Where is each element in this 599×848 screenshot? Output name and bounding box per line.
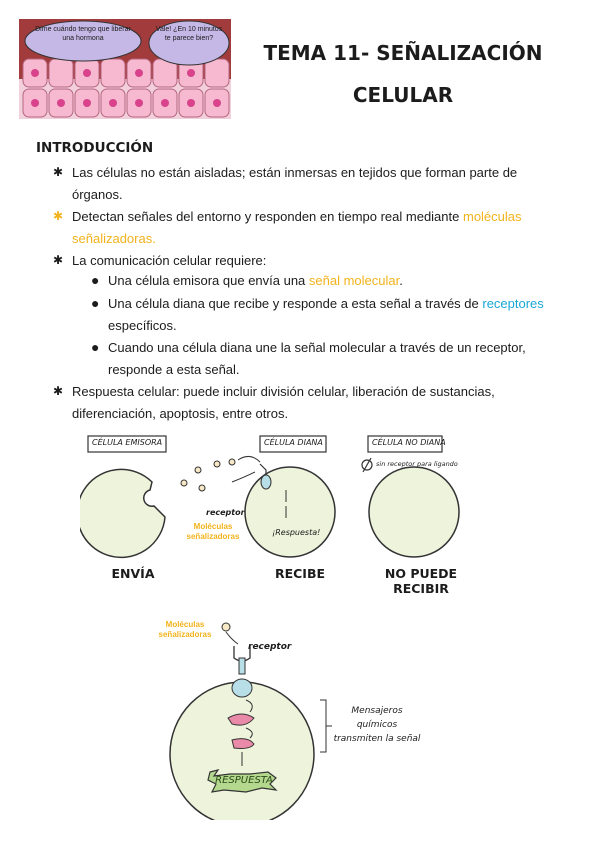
diagram-cell-types: CÉLULA EMISORA CÉLULA DIANA CÉLULA NO DI… xyxy=(80,432,520,582)
speech-bubble-left: Dime cuándo tengo que liberar una hormon… xyxy=(35,26,131,42)
receptor-label: receptor xyxy=(206,508,245,517)
bullet-star-icon: ✱ xyxy=(53,253,64,267)
mensajeros-label: Mensajeros químicos transmiten la señal xyxy=(333,706,421,744)
speech-bubble-right: Vale! ¿En 10 minutos te parece bien? xyxy=(155,26,223,42)
sub-bullet-part: Una célula diana que recibe y responde a… xyxy=(108,296,483,311)
caption-no-recibe: NO PUEDE RECIBIR xyxy=(384,566,458,596)
bullet-star-icon: ✱ xyxy=(53,384,64,398)
sub-bullet-part: específicos. xyxy=(108,318,177,333)
highlight-text: moléculas señalizadoras. xyxy=(72,209,522,246)
respuesta-label-2: RESPUESTA xyxy=(215,775,273,786)
sub-bullet-text: Cuando una célula diana une la señal mol… xyxy=(108,340,526,377)
sub-bullet-text: Una célula diana que recibe y responde a… xyxy=(108,293,563,337)
highlight-text: receptores xyxy=(482,296,544,311)
bullet-text: Detectan señales del entorno y responden… xyxy=(72,206,552,250)
bullet-text: Las células no están aisladas; están inm… xyxy=(72,165,518,202)
diagram-signal-transduction: Moléculas señalizadoras receptor Mensaje… xyxy=(150,610,450,820)
sub-bullet-part: . xyxy=(399,273,403,288)
bullet-star-icon: ✱ xyxy=(53,165,64,179)
bullet-star-icon: ✱ xyxy=(53,209,64,223)
bullet-text: La comunicación celular requiere: xyxy=(72,253,267,268)
title-line-1: TEMA 11- SEÑALIZACIÓN xyxy=(263,41,543,65)
label-no-diana: CÉLULA NO DIANA xyxy=(372,438,446,447)
bullet-text-part: Detectan señales del entorno y responden… xyxy=(72,209,463,224)
moleculas-label: Moléculas señalizadoras xyxy=(186,522,240,541)
bullet-text: Respuesta celular: puede incluir divisió… xyxy=(72,384,495,421)
bullet-dot-icon: ● xyxy=(91,339,100,355)
page-title: TEMA 11- SEÑALIZACIÓN CELULAR xyxy=(253,32,553,116)
sub-bullet-text: Una célula emisora que envía una señal m… xyxy=(108,270,558,292)
bullet-dot-icon: ● xyxy=(91,272,100,288)
title-line-2: CELULAR xyxy=(352,83,454,107)
sub-bullet-part: Una célula emisora que envía una xyxy=(108,273,309,288)
no-receptor-note: sin receptor para ligando xyxy=(376,460,458,468)
section-heading: INTRODUCCIÓN xyxy=(36,140,154,156)
caption-recibe: RECIBE xyxy=(274,566,326,581)
caption-envia: ENVÍA xyxy=(111,566,155,581)
banner-image: Dime cuándo tengo que liberar una hormon… xyxy=(19,19,231,119)
receptor-label-2: receptor xyxy=(248,642,292,652)
bullet-dot-icon: ● xyxy=(91,295,100,311)
highlight-text: señal molecular xyxy=(308,273,400,288)
label-diana: CÉLULA DIANA xyxy=(264,438,323,447)
moleculas-label-2: Moléculas señalizadoras xyxy=(158,620,212,639)
respuesta-label: ¡Respuesta! xyxy=(272,528,321,537)
label-emisora: CÉLULA EMISORA xyxy=(92,438,163,447)
